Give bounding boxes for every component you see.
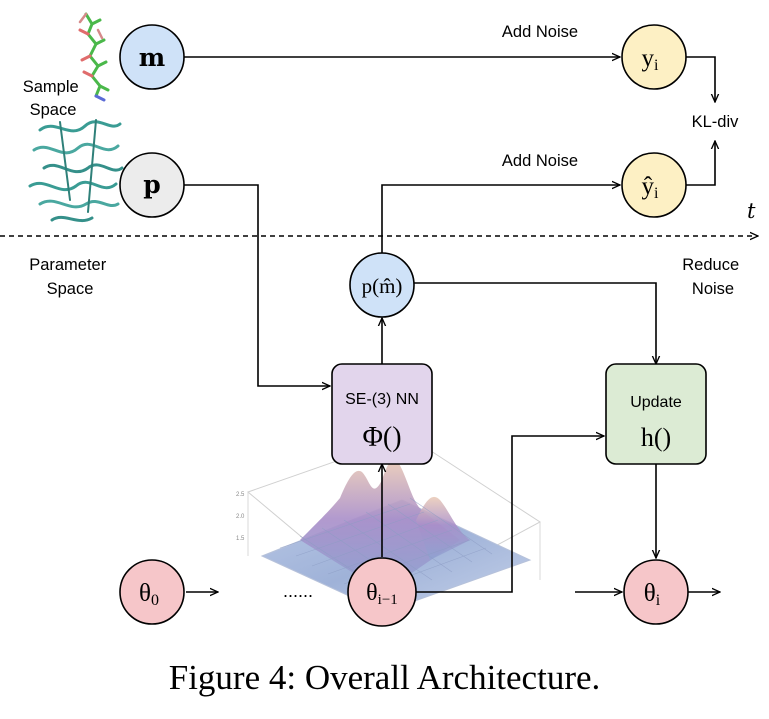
svg-text:ŷi: ŷi — [642, 173, 660, 202]
add-noise-label-top: Add Noise — [502, 23, 578, 41]
svg-text:SE-(3) NN: SE-(3) NN — [345, 391, 419, 408]
ellipsis-label: ...... — [283, 581, 313, 601]
time-axis-label: t — [747, 199, 756, 223]
sample-space-label: Sample Space — [23, 78, 84, 119]
svg-text:θi−1: θi−1 — [366, 580, 398, 608]
arrow-pm-to-update — [414, 282, 656, 364]
svg-text:2.0: 2.0 — [236, 514, 245, 520]
energy-surface-plot: 2.5 2.0 1.5 — [236, 435, 541, 613]
parameter-space-label: Parameter Space — [29, 256, 111, 298]
node-p-m-hat: p(m̂) — [349, 252, 415, 318]
reduce-noise-label: Reduce Noise — [682, 256, 743, 298]
svg-text:m: m — [139, 43, 165, 72]
connections — [184, 57, 720, 592]
arrow-pm-to-yhat — [381, 185, 620, 254]
protein-structure-image — [28, 119, 124, 223]
kl-div-label: KL-div — [692, 113, 740, 131]
svg-text:Φ(): Φ() — [362, 422, 401, 453]
ligand-molecule-image — [78, 12, 110, 102]
svg-text:h(): h() — [641, 423, 671, 452]
arrow-p-to-se3 — [184, 184, 330, 386]
svg-text:p(m̂): p(m̂) — [362, 274, 403, 298]
svg-text:Update: Update — [630, 394, 682, 411]
svg-text:yi: yi — [642, 45, 660, 74]
update-box: Update h() — [605, 363, 707, 465]
node-theta-i-minus-1: θi−1 — [347, 557, 417, 627]
node-y-i: yi — [621, 24, 687, 90]
node-p: p — [119, 152, 185, 218]
arrow-yhat-to-kl — [686, 141, 715, 186]
arrow-theta-to-update — [416, 436, 604, 593]
add-noise-label-mid: Add Noise — [502, 152, 578, 170]
svg-text:θi: θi — [644, 580, 661, 609]
figure-caption: Figure 4: Overall Architecture. — [168, 658, 601, 697]
arrow-yi-to-kl — [686, 56, 715, 102]
svg-text:1.5: 1.5 — [236, 536, 245, 542]
svg-text:p: p — [143, 170, 160, 199]
svg-text:θ0: θ0 — [139, 580, 159, 609]
svg-text:2.5: 2.5 — [236, 492, 245, 498]
se3-nn-box: SE-(3) NN Φ() — [331, 363, 433, 465]
node-y-hat-i: ŷi — [621, 152, 687, 218]
node-theta-i: θi — [623, 559, 689, 625]
node-theta-0: θ0 — [119, 559, 185, 625]
node-m: m — [119, 24, 185, 90]
